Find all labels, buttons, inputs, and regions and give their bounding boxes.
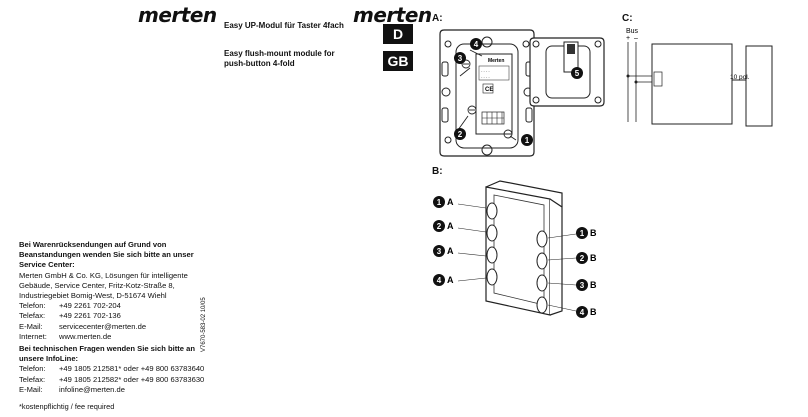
svg-text:A: A [447, 275, 454, 285]
infoline-heading-2: unsere InfoLine: [19, 354, 79, 364]
returns-heading-1: Bei Warenrücksendungen auf Grund von [19, 240, 167, 249]
section-label-c: C: [622, 13, 633, 24]
svg-text:2: 2 [580, 254, 585, 263]
svg-text:1: 1 [437, 198, 442, 207]
bus-label: Bus [626, 28, 639, 35]
svg-text:2: 2 [437, 222, 442, 231]
diagram-c-wiring: Bus + – 10 pol. [626, 28, 773, 127]
svg-text:4: 4 [474, 40, 479, 49]
svg-text:B: B [590, 307, 597, 317]
connector-label: 10 pol. [730, 74, 750, 81]
title-en: Easy flush-mount module for push-button … [224, 49, 335, 69]
module-brand-label: Merten [488, 58, 504, 64]
infoline-phone: Telefon:+49 1805 212581* oder +49 800 63… [19, 364, 205, 374]
returns-address-3: Industriegebiet Bomig-West, D-51674 Wieh… [19, 291, 167, 301]
svg-text:A: A [447, 246, 454, 256]
returns-heading-3: Service Center: [19, 260, 75, 270]
returns-block: Bei Warenrücksendungen auf Grund von Bea… [19, 240, 219, 342]
returns-email: E-Mail:servicecenter@merten.de [19, 321, 147, 331]
infoline-block: Bei technischen Fragen wenden Sie sich b… [19, 344, 229, 395]
returns-phone: Telefon:+49 2261 702-204 [19, 301, 121, 311]
returns-address-2: Gebäude, Service Center, Fritz-Kotz-Stra… [19, 280, 175, 290]
title-en-line2: push-button 4-fold [224, 59, 295, 68]
language-badge-gb: GB [383, 51, 413, 71]
returns-internet: Internet:www.merten.de [19, 331, 112, 341]
document-code: V7670-583-02 10/05 [201, 297, 207, 352]
svg-text:3: 3 [580, 281, 585, 290]
infoline-email: E-Mail:infoline@merten.de [19, 384, 125, 394]
merten-logo-right: merten [353, 3, 432, 27]
section-label-b: B: [432, 166, 443, 177]
title-en-line1: Easy flush-mount module for [224, 49, 335, 58]
returns-heading-2: Beanstandungen wenden Sie sich bitte an … [19, 250, 194, 260]
language-badge-d: D [383, 24, 413, 44]
returns-address-1: Merten GmbH & Co. KG, Lösungen für intel… [19, 270, 188, 280]
svg-text:1: 1 [525, 136, 530, 145]
svg-text:A: A [447, 221, 454, 231]
bus-minus: – [634, 35, 638, 42]
svg-text:A: A [447, 197, 454, 207]
footnote: *kostenpflichtig / fee required [19, 402, 115, 411]
callout-2: 2 [454, 128, 466, 140]
svg-text:3: 3 [458, 54, 463, 63]
infoline-heading-1: Bei technischen Fragen wenden Sie sich b… [19, 344, 195, 353]
callout-1: 1 [521, 134, 533, 146]
svg-text:4: 4 [580, 308, 585, 317]
returns-fax: Telefax:+49 2261 702-136 [19, 311, 121, 321]
infoline-fax: Telefax:+49 1805 212582* oder +49 800 63… [19, 374, 205, 384]
svg-text:1: 1 [580, 229, 585, 238]
diagram-a-mounting: Merten - - - -- - - - CE 4 3 2 1 5 [439, 29, 605, 157]
svg-text:- - - -: - - - - [481, 74, 490, 79]
svg-text:B: B [590, 280, 597, 290]
title-de: Easy UP-Modul für Taster 4fach [224, 21, 344, 30]
callout-3: 3 [454, 52, 466, 64]
svg-text:3: 3 [437, 247, 442, 256]
section-label-a: A: [432, 13, 443, 24]
svg-text:B: B [590, 253, 597, 263]
svg-text:- - - -: - - - - [481, 68, 490, 73]
callout-5: 5 [571, 67, 583, 79]
merten-logo-left: merten [138, 3, 217, 27]
svg-text:CE: CE [485, 87, 493, 93]
bus-plus: + [626, 35, 630, 42]
svg-text:5: 5 [575, 69, 580, 78]
svg-text:4: 4 [437, 276, 442, 285]
callout-4: 4 [470, 38, 482, 50]
svg-text:2: 2 [458, 130, 463, 139]
svg-text:B: B [590, 228, 597, 238]
